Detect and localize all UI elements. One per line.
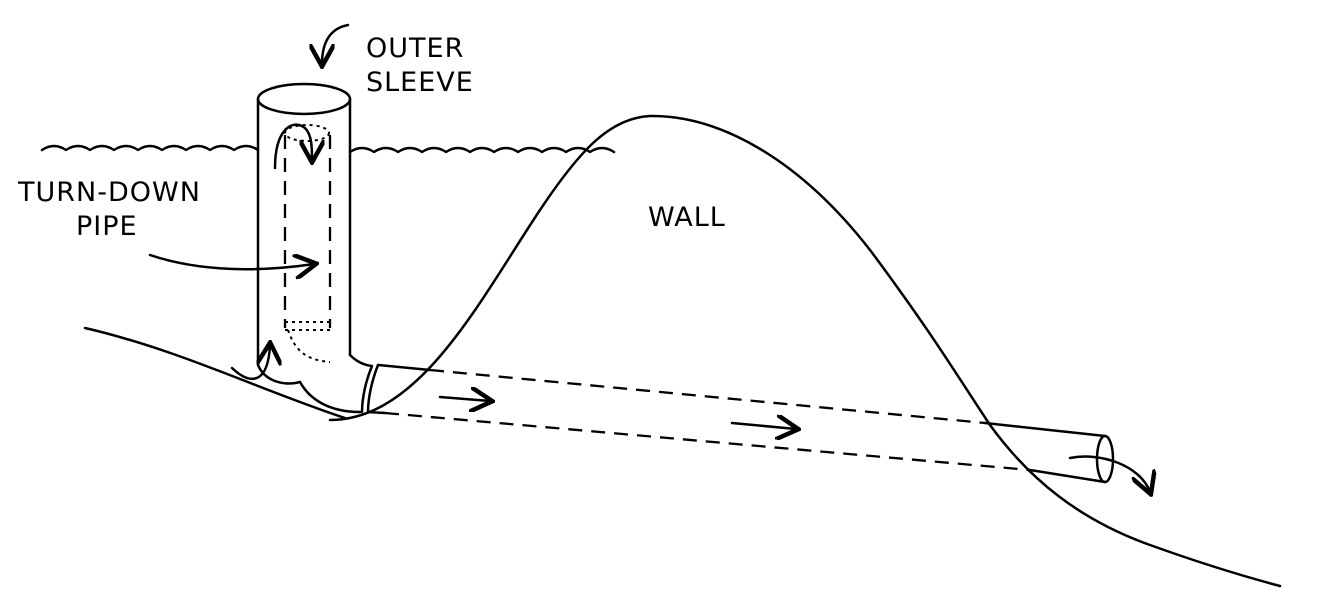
flow-arrow-sleeve-bottom	[230, 345, 270, 381]
elbow-fitting	[298, 353, 380, 414]
turn-down-pipe	[283, 124, 332, 363]
label-wall: WALL	[648, 202, 726, 233]
flow-arrow-outlet	[1068, 455, 1150, 492]
turn-down-pointer	[148, 255, 314, 269]
flow-arrow-sleeve-top	[273, 123, 312, 170]
flow-arrow-pipe-2	[730, 423, 796, 429]
ground-line	[83, 326, 347, 420]
label-pipe: PIPE	[76, 211, 138, 242]
outer-sleeve	[256, 82, 352, 385]
outer-sleeve-pointer	[322, 23, 350, 64]
label-outer-sleeve: OUTER SLEEVE	[366, 32, 474, 100]
label-sleeve: SLEEVE	[366, 67, 474, 98]
label-outer: OUTER	[366, 33, 465, 64]
drain-pipe	[366, 363, 1115, 484]
wall-outline	[328, 114, 1282, 588]
flow-arrow-pipe-1	[438, 397, 490, 401]
label-turn-down-pipe: TURN-DOWN PIPE	[18, 176, 201, 244]
label-turn-down: TURN-DOWN	[18, 177, 201, 208]
water-surface	[40, 144, 616, 154]
